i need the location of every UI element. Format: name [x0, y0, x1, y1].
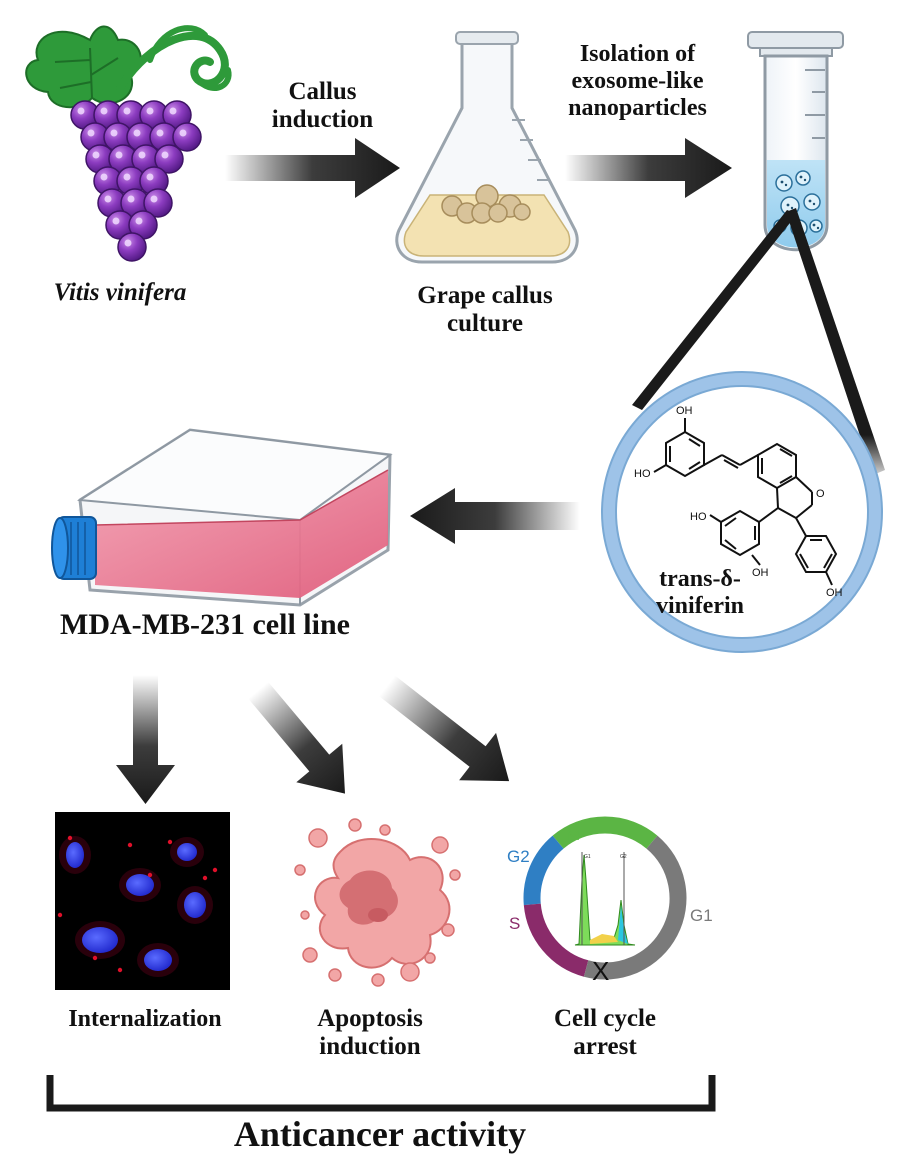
arrow-isolation — [565, 138, 732, 198]
phase-arc-g1 — [583, 835, 687, 980]
zoom-line-left — [632, 210, 797, 410]
stained-nucleus — [177, 886, 213, 924]
grape-callus-label: Grape callus culture — [417, 282, 553, 337]
vesicle — [809, 219, 823, 233]
atom-oh-top: OH — [676, 405, 693, 417]
vesicle — [803, 193, 821, 211]
molecule-atom-labels: OH HO O HO OH OH — [634, 405, 843, 599]
apoptotic-body — [300, 910, 310, 920]
grape-berry — [116, 100, 146, 130]
phase-arc-m — [552, 816, 658, 849]
red-signal-dot — [117, 967, 123, 973]
culture-flask-icon — [51, 428, 393, 607]
grape-berry — [154, 144, 184, 174]
atom-o-ring: O — [816, 488, 825, 500]
stained-nucleus — [170, 837, 204, 867]
apoptotic-body — [308, 828, 328, 848]
arrow-internalization — [116, 675, 175, 804]
species-label: Vitis vinifera — [53, 279, 187, 306]
flow-histogram: G1 G2 — [574, 852, 636, 946]
apoptotic-body — [294, 864, 306, 876]
stained-nucleus — [137, 943, 179, 977]
arrow-apoptosis — [248, 681, 345, 794]
apoptotic-body — [424, 952, 436, 964]
phase-arc-g2 — [523, 835, 564, 906]
atom-ho-left: HO — [634, 468, 651, 480]
phase-label-s: S — [509, 914, 520, 933]
red-signal-dot — [92, 955, 98, 961]
histogram-g1-label: G1 — [584, 854, 591, 860]
cell-cycle-diagram: G1 G2 X M G2 S G1 — [507, 816, 713, 986]
arrow-callus-induction — [225, 138, 400, 198]
anticancer-label: Anticancer activity — [233, 1114, 527, 1154]
apoptosis-label: Apoptosis induction — [317, 1005, 423, 1060]
apoptotic-body — [400, 962, 420, 982]
red-signal-dot — [202, 875, 208, 881]
red-signal-dot — [127, 842, 133, 848]
arrow-treatment — [410, 488, 580, 544]
compound-label: trans-δ- viniferin — [656, 566, 744, 619]
internalization-label: Internalization — [68, 1006, 222, 1032]
callus-induction-label: Callus induction — [271, 78, 374, 133]
apoptotic-body — [449, 869, 461, 881]
confocal-image — [55, 812, 230, 990]
atom-ho-lower: HO — [690, 511, 707, 523]
apoptotic-body — [431, 836, 449, 854]
grape-berry — [143, 188, 173, 218]
apoptotic-body — [379, 824, 391, 836]
bracket — [46, 1075, 716, 1112]
molecule-structure — [653, 418, 838, 586]
red-signal-dot — [67, 835, 73, 841]
atom-oh-right: OH — [826, 587, 843, 599]
phase-label-g2: G2 — [507, 847, 530, 866]
grape-berry — [128, 210, 158, 240]
phase-arc-s — [523, 903, 589, 977]
arrest-mark: X — [592, 956, 609, 986]
red-signal-dot — [57, 912, 63, 918]
grape-vine-icon — [25, 25, 232, 262]
isolation-label: Isolation of exosome-like nanoparticles — [568, 41, 707, 121]
vesicle — [775, 174, 793, 192]
red-signal-dot — [212, 867, 218, 873]
phase-label-m: M — [566, 825, 580, 844]
apoptotic-body — [348, 818, 362, 832]
apoptotic-body — [328, 968, 342, 982]
zoom-line-right — [786, 208, 885, 475]
grape-berry — [139, 166, 169, 196]
atom-oh-lower: OH — [752, 567, 769, 579]
apoptotic-body — [441, 923, 455, 937]
apoptotic-body — [371, 973, 385, 987]
cell-cycle-label: Cell cycle arrest — [553, 1005, 657, 1060]
stained-nucleus — [59, 836, 91, 874]
red-signal-dot — [167, 839, 173, 845]
vesicle — [795, 170, 811, 186]
stained-nucleus — [119, 868, 161, 902]
apoptotic-body — [302, 947, 318, 963]
grape-berry — [172, 122, 202, 152]
red-signal-dot — [147, 872, 153, 878]
histogram-g2-label: G2 — [620, 854, 627, 860]
apoptotic-cell-icon — [294, 818, 461, 987]
grape-berry — [117, 232, 147, 262]
cell-line-label: MDA-MB-231 cell line — [60, 608, 350, 641]
arrow-cell-cycle — [378, 675, 510, 782]
flask-icon — [395, 31, 579, 264]
stained-nucleus — [75, 921, 125, 959]
phase-label-g1: G1 — [690, 906, 713, 925]
